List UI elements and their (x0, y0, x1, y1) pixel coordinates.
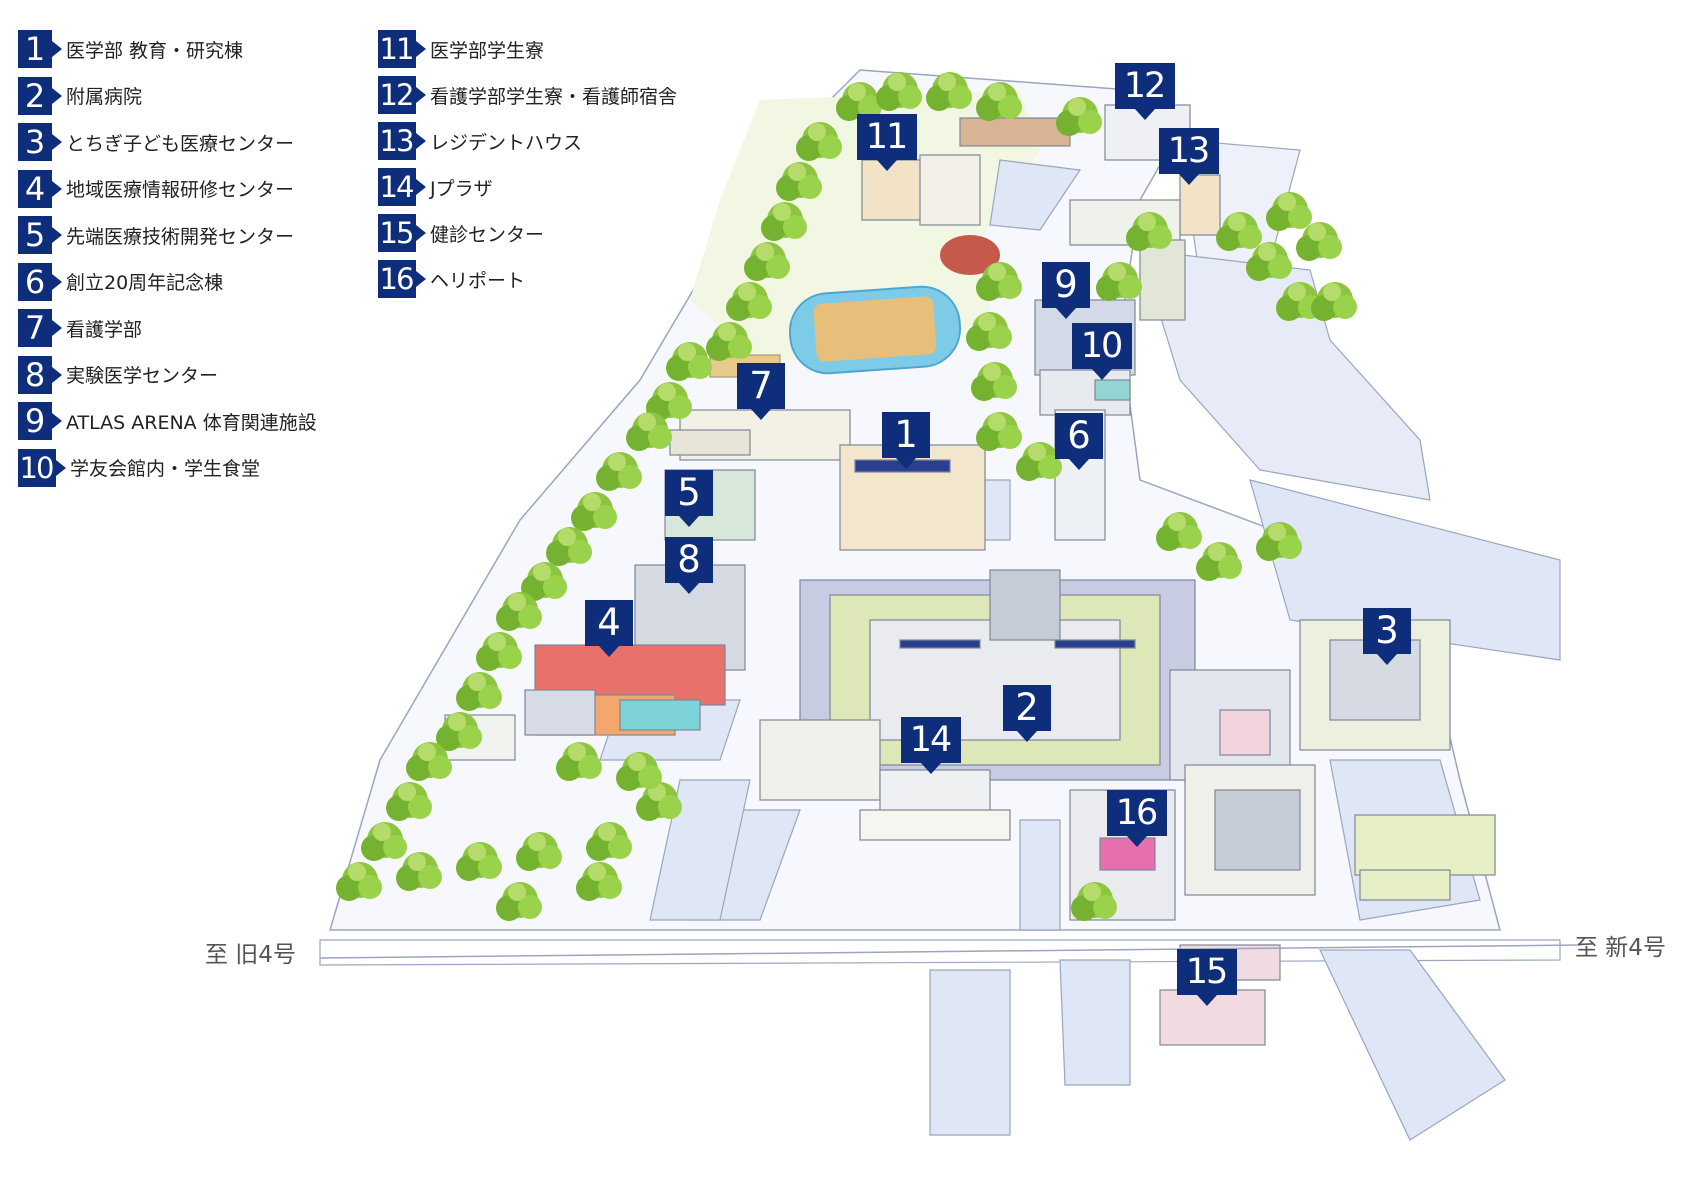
legend-label: 地域医療情報研修センター (66, 179, 295, 201)
legend-badge: 8 (18, 355, 62, 394)
legend-badge: 3 (18, 123, 62, 161)
legend-badge: 16 (378, 260, 426, 298)
map-marker-8[interactable]: 8 (665, 537, 713, 594)
legend-label: 看護学部 (66, 318, 143, 341)
legend-label: 看護学部学生寮・看護師宿舎 (430, 85, 678, 108)
legend-label: 附属病院 (66, 86, 143, 108)
map-marker-6[interactable]: 6 (1055, 413, 1103, 470)
map-marker-14[interactable]: 14 (901, 717, 961, 774)
map-marker-4[interactable]: 4 (585, 600, 633, 657)
legend-badge: 10 (18, 448, 66, 487)
legend-badge: 6 (18, 262, 62, 301)
legend-label: レジデントハウス (430, 131, 583, 154)
legend-badge: 4 (18, 169, 62, 208)
map-marker-10[interactable]: 10 (1072, 323, 1132, 380)
buildings (444, 104, 1496, 1046)
legend-label: ヘリポート (430, 269, 526, 292)
map-marker-9[interactable]: 9 (1042, 262, 1090, 319)
tennis-court (940, 235, 1000, 275)
legend-badge: 12 (378, 76, 426, 114)
map-marker-11[interactable]: 11 (857, 114, 917, 171)
map-marker-2[interactable]: 2 (1003, 685, 1051, 742)
legend-label: 実験医学センター (66, 365, 219, 387)
legend-badge: 14 (378, 168, 426, 206)
legend-label: Jプラザ (430, 177, 493, 200)
road-label-west: 至 旧4号 (205, 942, 296, 968)
map-marker-15[interactable]: 15 (1177, 949, 1237, 1006)
athletic-field (788, 285, 962, 375)
map-marker-7[interactable]: 7 (737, 363, 785, 420)
legend-badge: 2 (18, 76, 62, 115)
legend-label: 先端医療技術開発センター (66, 225, 295, 248)
map-marker-3[interactable]: 3 (1363, 608, 1411, 665)
legend-label: 創立20周年記念棟 (66, 272, 224, 294)
legend-label: 医学部学生寮 (430, 39, 545, 62)
road-label-east: 至 新4号 (1575, 935, 1666, 961)
map-marker-5[interactable]: 5 (665, 470, 713, 527)
map-marker-13[interactable]: 13 (1159, 128, 1219, 185)
legend-badge: 1 (18, 30, 62, 68)
legend-badge: 7 (18, 309, 62, 347)
legend-label: 学友会館内・学生食堂 (70, 458, 261, 480)
map-marker-12[interactable]: 12 (1115, 63, 1175, 120)
legend-badge: 15 (378, 214, 426, 252)
map-marker-16[interactable]: 16 (1107, 790, 1167, 847)
legend-badge: 9 (18, 402, 62, 440)
main-road-line (319, 944, 1581, 959)
legend-label: ATLAS ARENA 体育関連施設 (66, 411, 317, 434)
legend-badge: 5 (18, 216, 62, 254)
legend-label: 医学部 教育・研究棟 (66, 39, 244, 62)
legend-label: とちぎ子ども医療センター (66, 132, 295, 155)
legend-badge: 13 (378, 122, 426, 160)
legend-badge: 11 (378, 30, 426, 68)
map-marker-1[interactable]: 1 (882, 412, 930, 469)
legend-label: 健診センター (430, 223, 545, 246)
